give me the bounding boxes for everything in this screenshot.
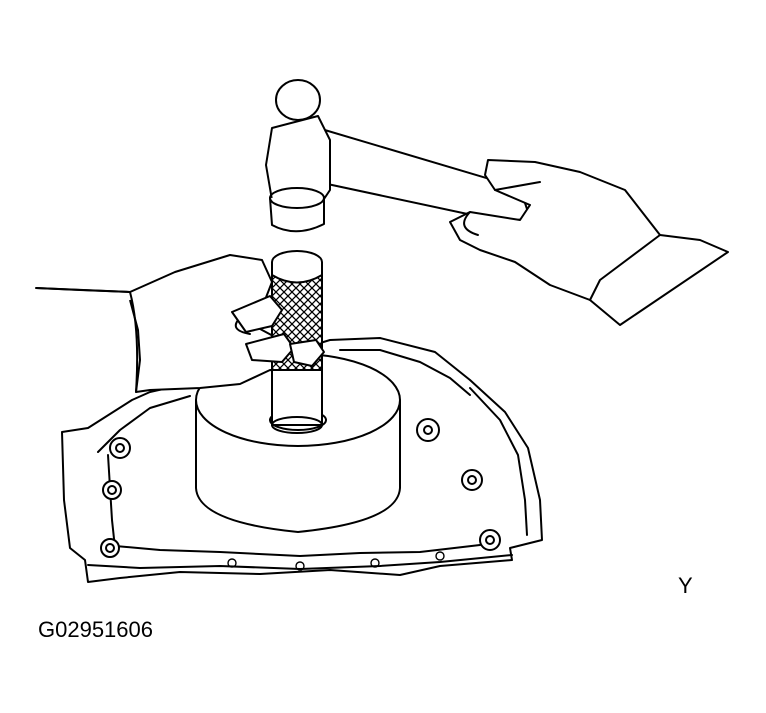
- view-mark: Y: [678, 573, 693, 598]
- hand-icon: [231, 295, 325, 367]
- figure-code: G02951606: [38, 617, 153, 642]
- hammer-icon: [265, 79, 531, 233]
- hand-icon: [449, 159, 729, 326]
